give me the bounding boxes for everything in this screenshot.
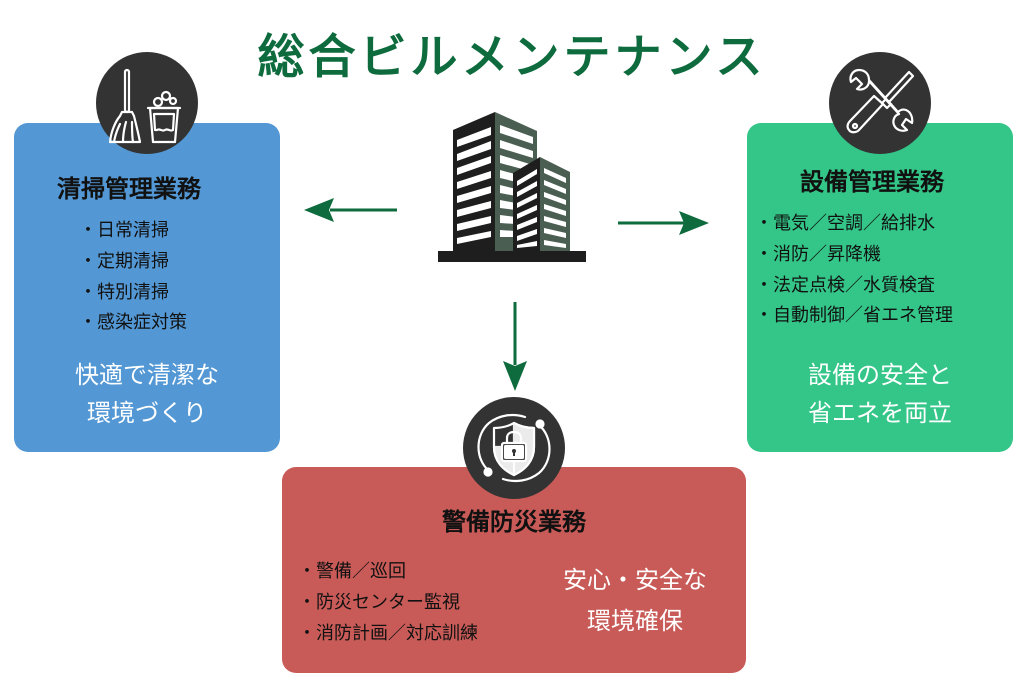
list-item: ・法定点検／水質検査 (755, 274, 935, 296)
arrow-left-to-cleaning (304, 198, 397, 222)
facility-icon-badge (829, 52, 931, 154)
list-item: ・電気／空調／給排水 (755, 213, 935, 234)
cleaning-tagline: 快適で清潔な 環境づくり (75, 361, 219, 427)
security-icon-badge (463, 397, 565, 499)
security-item-list: ・警備／巡回 ・防災センター監視 ・消防計画／対応訓練 (298, 557, 478, 649)
cleaning-item-list: ・日常清掃 ・定期清掃 ・特別清掃 ・感染症対策 (79, 216, 187, 339)
list-item: ・消防計画／対応訓練 (298, 622, 478, 644)
facility-card-title: 設備管理業務 (800, 168, 944, 196)
list-item: ・定期清掃 (79, 250, 169, 272)
cleaning-icon-badge (96, 52, 198, 154)
list-item: ・警備／巡回 (298, 561, 406, 582)
list-item: ・特別清掃 (79, 281, 169, 303)
list-item: ・感染症対策 (79, 312, 187, 334)
cleaning-management-card: 清掃管理業務 ・日常清掃 ・定期清掃 ・特別清掃 ・感染症対策 快適で清潔な 環… (14, 123, 280, 452)
office-building-icon (438, 112, 586, 262)
list-item: ・自動制御／省エネ管理 (755, 305, 953, 327)
facility-tagline: 設備の安全と 省エネを両立 (808, 361, 952, 427)
shield-lock-icon (477, 413, 551, 483)
security-card-title: 警備防災業務 (442, 508, 586, 536)
arrow-down-to-security (503, 302, 527, 391)
page-title: 総合ビルメンテナンス (257, 30, 767, 85)
broom-bucket-icon (108, 68, 182, 144)
cleaning-card-title: 清掃管理業務 (57, 175, 201, 203)
arrow-right-to-facility (618, 211, 709, 235)
security-disaster-prevention-card: 警備防災業務 ・警備／巡回 ・防災センター監視 ・消防計画／対応訓練 安心・安全… (282, 467, 746, 673)
list-item: ・消防／昇降機 (755, 243, 881, 265)
facility-item-list: ・電気／空調／給排水 ・消防／昇降機 ・法定点検／水質検査 ・自動制御／省エネ管… (755, 209, 953, 332)
facility-management-card: 設備管理業務 ・電気／空調／給排水 ・消防／昇降機 ・法定点検／水質検査 ・自動… (747, 123, 1013, 452)
list-item: ・日常清掃 (79, 220, 169, 241)
list-item: ・防災センター監視 (298, 591, 460, 613)
wrench-screwdriver-icon (846, 68, 915, 134)
security-tagline: 安心・安全な 環境確保 (563, 566, 707, 635)
